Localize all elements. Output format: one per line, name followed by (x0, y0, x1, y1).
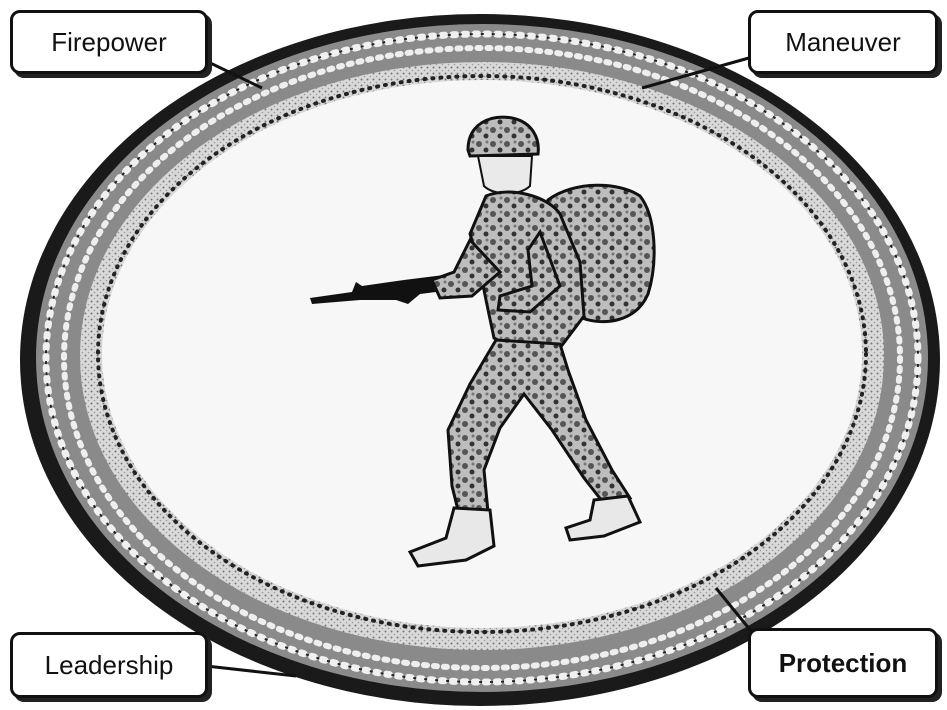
firepower-callout: Firepower (10, 10, 208, 74)
leadership-callout: Leadership (10, 632, 208, 698)
protection-callout: Protection (748, 628, 938, 698)
maneuver-callout: Maneuver (748, 10, 938, 74)
